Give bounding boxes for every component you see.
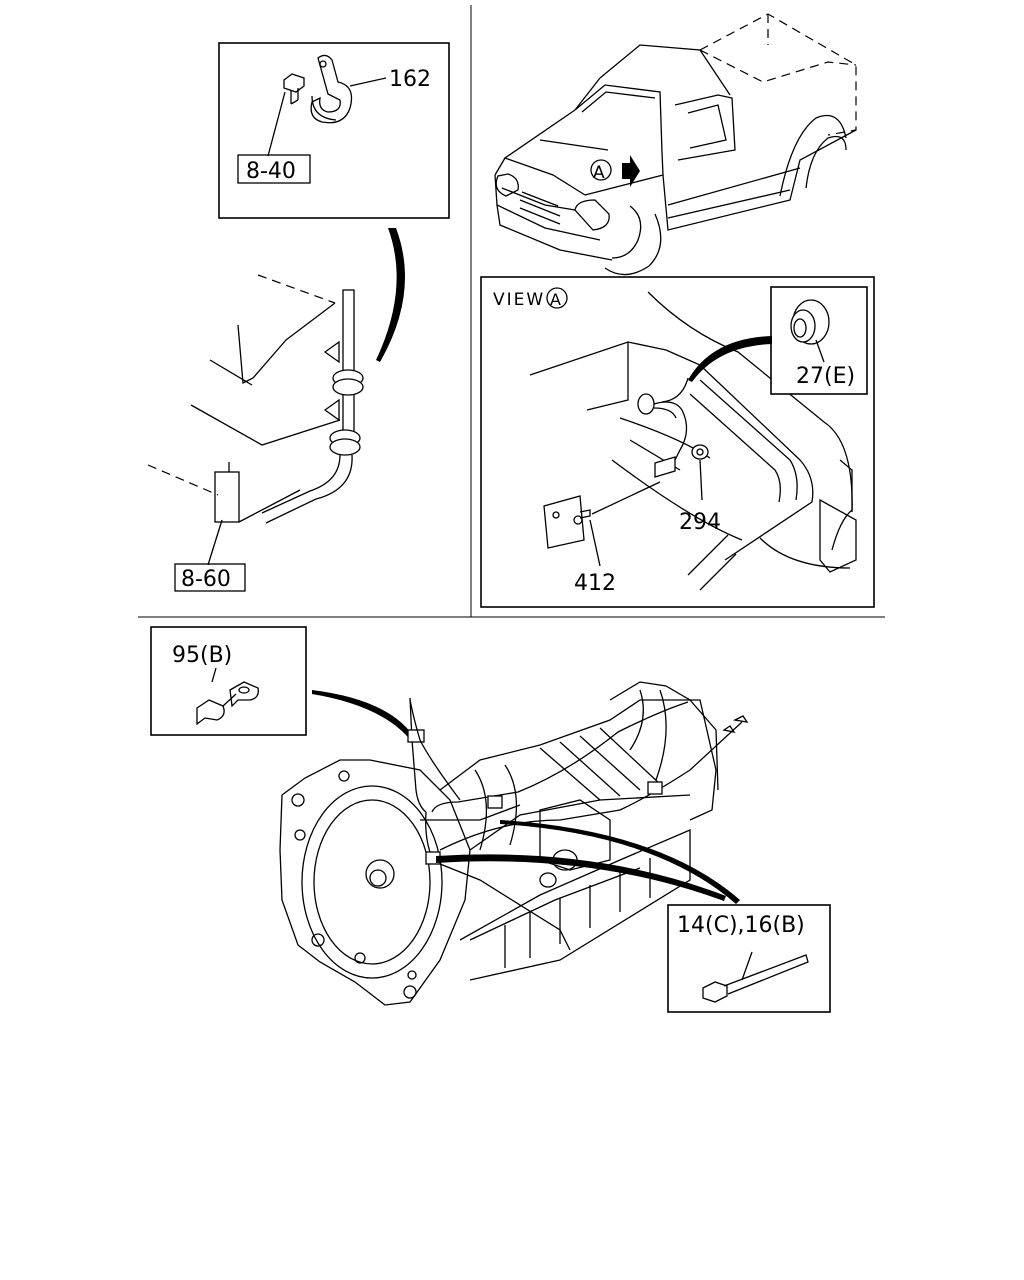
truck-marker-circle — [590, 159, 612, 181]
bolt-part — [283, 73, 305, 105]
pickup-truck — [494, 13, 857, 276]
callout-294: 294 — [679, 510, 721, 535]
callout-412: 412 — [574, 571, 616, 596]
view-direction-arrow — [622, 155, 640, 187]
callout-95b: 95(B) — [172, 643, 232, 668]
strap-inset-14c-16b — [667, 904, 831, 1013]
view-marker-label: A — [550, 290, 561, 309]
transmission-assembly — [279, 681, 749, 1006]
section-dividers — [138, 5, 885, 618]
view-title: VIEW — [493, 290, 545, 310]
callout-162: 162 — [389, 67, 431, 92]
leader-95b — [312, 690, 416, 742]
callout-8-40: 8-40 — [246, 159, 296, 184]
callout-14c-16b: 14(C),16(B) — [677, 913, 805, 938]
engine-block-outline — [147, 274, 341, 523]
callout-8-60-box — [174, 519, 246, 592]
truck-marker-label: A — [593, 163, 605, 183]
clip-inset-95b — [150, 626, 307, 736]
clamp-detail-box — [218, 42, 450, 219]
view-marker-circle — [546, 287, 568, 309]
callout-8-60: 8-60 — [181, 567, 231, 592]
callout-27e: 27(E) — [796, 364, 855, 389]
leader-arrow — [376, 228, 405, 362]
clamp-part-162 — [310, 54, 353, 124]
grommet-inset-27e — [688, 286, 868, 395]
leader-14c-b — [436, 854, 726, 901]
oil-pipe — [261, 289, 364, 524]
